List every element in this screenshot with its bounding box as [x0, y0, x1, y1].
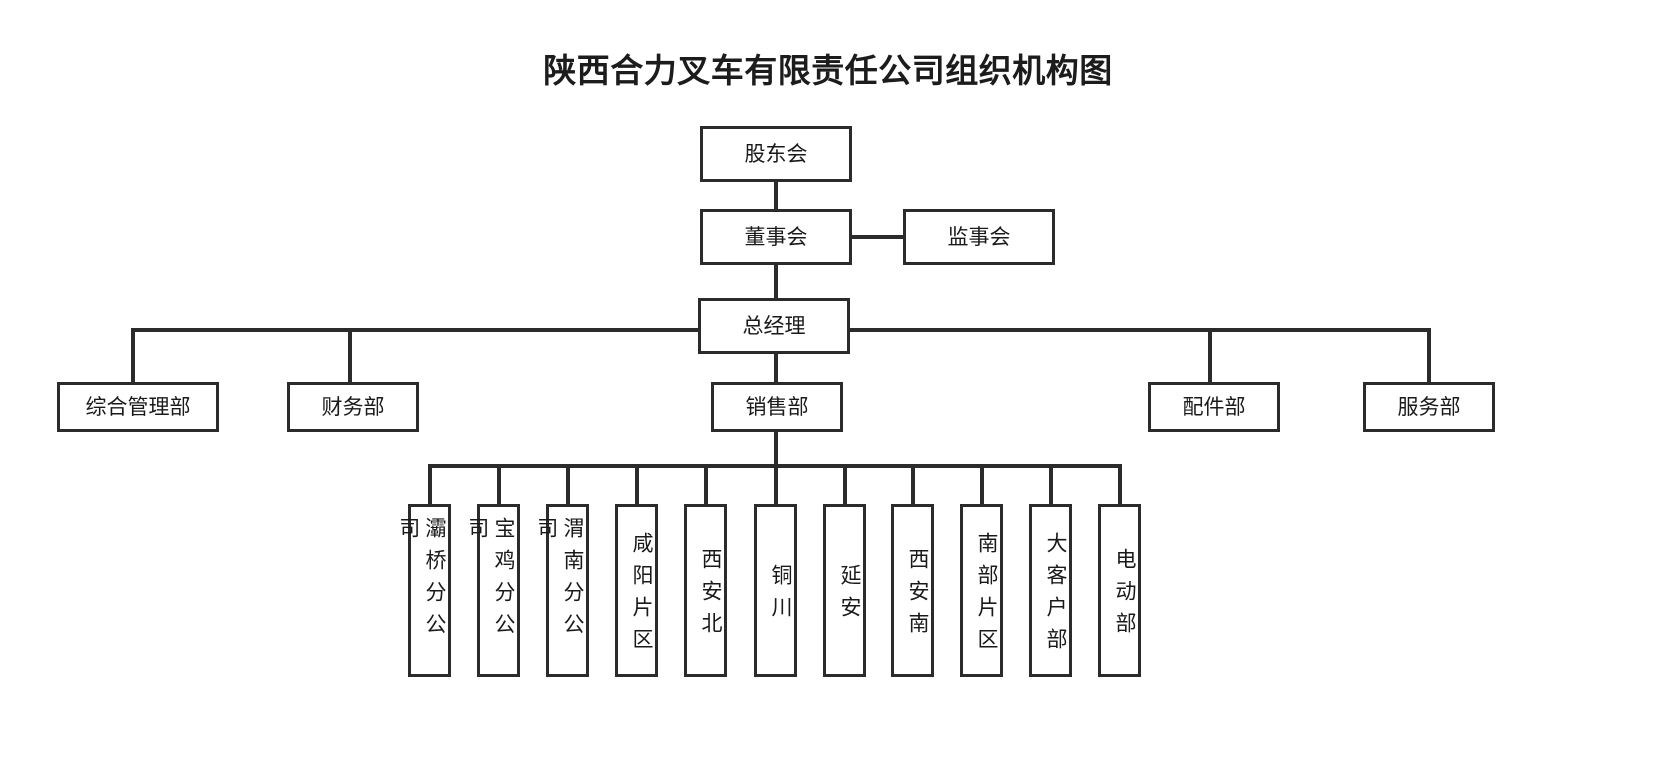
node-label: 配件部	[1182, 394, 1246, 419]
node-sales-unit-key-accounts[interactable]: 大客户部	[1029, 504, 1072, 677]
node-label: 宝鸡分公司	[465, 517, 516, 645]
connector-drop-unit-3	[635, 464, 639, 504]
connector-drop-unit-8	[980, 464, 984, 504]
node-board-of-directors[interactable]: 董事会	[700, 209, 852, 265]
connector-drop-service	[1427, 328, 1431, 382]
connector-board-supervisors	[851, 235, 906, 239]
node-label: 监事会	[947, 224, 1011, 249]
connector-drop-unit-7	[911, 464, 915, 504]
node-sales-unit-southern-region[interactable]: 南部片区	[960, 504, 1003, 677]
node-general-manager[interactable]: 总经理	[698, 298, 850, 354]
connector-drop-unit-4	[704, 464, 708, 504]
node-label: 咸阳片区	[630, 531, 654, 660]
connector-shareholders-board	[774, 180, 778, 210]
node-sales-unit-electric[interactable]: 电动部	[1098, 504, 1141, 677]
node-label: 铜川	[769, 563, 793, 628]
connector-drop-parts	[1208, 328, 1212, 382]
node-label: 渭南分公司	[534, 517, 585, 645]
node-sales-unit-yanan[interactable]: 延安	[823, 504, 866, 677]
node-sales-unit-xian-north[interactable]: 西安北	[684, 504, 727, 677]
node-label: 销售部	[745, 394, 809, 419]
node-service-department[interactable]: 服务部	[1363, 382, 1495, 432]
connector-drop-unit-6	[843, 464, 847, 504]
node-sales-unit-tongchuan[interactable]: 铜川	[754, 504, 797, 677]
node-label: 西安南	[906, 547, 930, 644]
connector-drop-unit-9	[1049, 464, 1053, 504]
connector-drop-unit-2	[566, 464, 570, 504]
connector-drop-unit-1	[497, 464, 501, 504]
node-label: 服务部	[1397, 394, 1461, 419]
node-label: 总经理	[742, 313, 806, 338]
connector-drop-unit-5	[774, 464, 778, 504]
page-title: 陕西合力叉车有限责任公司组织机构图	[543, 51, 1113, 90]
node-shareholders[interactable]: 股东会	[700, 126, 852, 182]
node-label: 股东会	[744, 141, 808, 166]
node-label: 董事会	[744, 224, 808, 249]
node-label: 西安北	[699, 547, 723, 644]
node-admin-department[interactable]: 综合管理部	[57, 382, 219, 432]
connector-drop-unit-0	[428, 464, 432, 504]
connector-board-gm	[774, 263, 778, 300]
node-sales-unit-baoji[interactable]: 宝鸡分公司	[466, 504, 520, 677]
node-label: 电动部	[1113, 547, 1137, 644]
node-sales-unit-xian-south[interactable]: 西安南	[891, 504, 934, 677]
connector-sales-stem	[774, 430, 778, 466]
node-label: 大客户部	[1044, 531, 1068, 660]
connector-drop-sales	[774, 328, 778, 382]
node-sales-unit-baqiao[interactable]: 灞桥分公司	[397, 504, 451, 677]
node-sales-unit-xianyang[interactable]: 咸阳片区	[615, 504, 658, 677]
connector-drop-admin	[131, 328, 135, 382]
connector-drop-unit-10	[1118, 464, 1122, 504]
node-parts-department[interactable]: 配件部	[1148, 382, 1280, 432]
connector-sales-bus	[428, 464, 1118, 468]
node-sales-unit-weinan[interactable]: 渭南分公司	[535, 504, 589, 677]
node-finance-department[interactable]: 财务部	[287, 382, 419, 432]
connector-drop-finance	[348, 328, 352, 382]
node-label: 财务部	[321, 394, 385, 419]
node-label: 延安	[838, 563, 862, 628]
node-label: 综合管理部	[85, 394, 191, 419]
node-sales-department[interactable]: 销售部	[711, 382, 843, 432]
node-label: 南部片区	[975, 531, 999, 660]
node-label: 灞桥分公司	[396, 517, 447, 645]
node-board-of-supervisors[interactable]: 监事会	[903, 209, 1055, 265]
